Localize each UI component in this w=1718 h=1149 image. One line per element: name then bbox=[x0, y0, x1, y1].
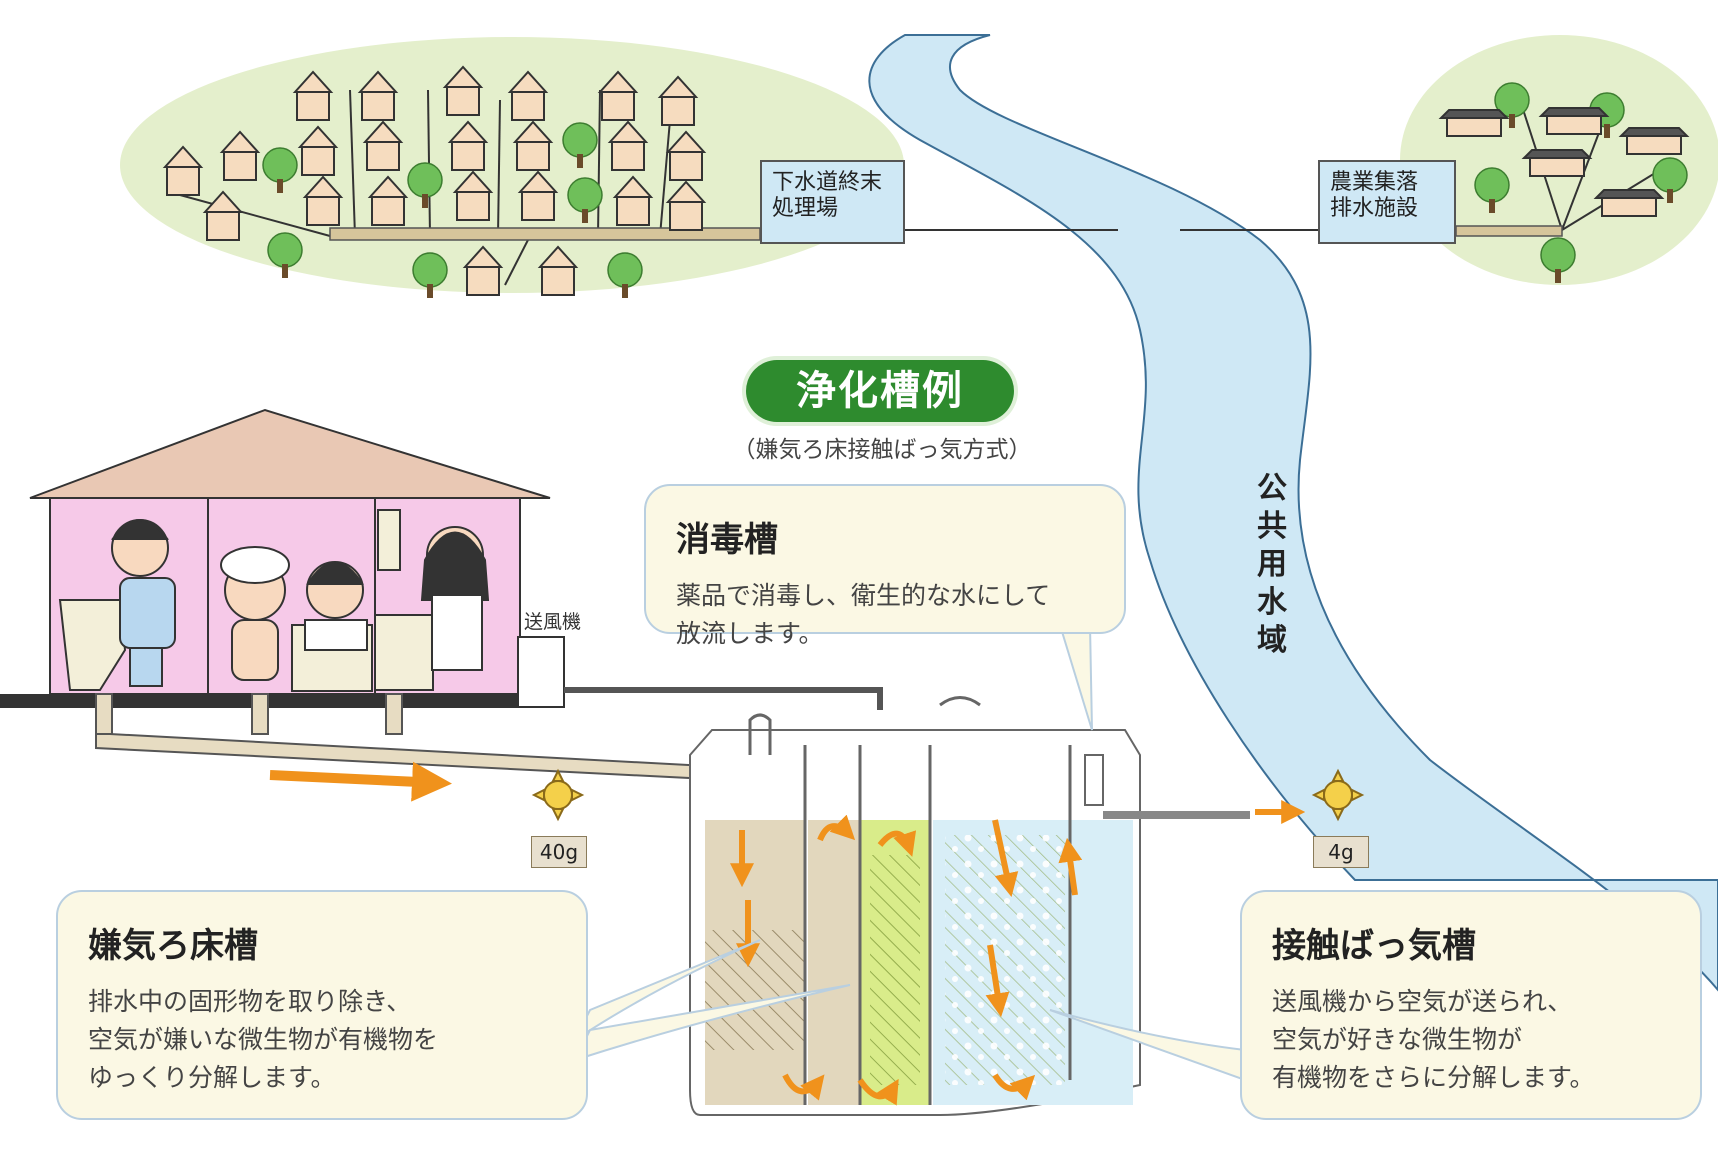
rural-plant-line2: 排水施設 bbox=[1330, 196, 1419, 221]
tank-flow-arrows bbox=[730, 814, 1083, 1106]
child-shower bbox=[220, 546, 290, 681]
man bbox=[111, 519, 176, 687]
diagram-subtitle: （嫌気ろ床接触ばっ気方式） bbox=[732, 437, 1032, 463]
callout-aeration-line3: 有機物をさらに分解します。 bbox=[1272, 1063, 1595, 1092]
callout-aeration-title: 接触ばっ気槽 bbox=[1272, 926, 1476, 966]
blower bbox=[517, 636, 565, 708]
rural-plant-line1: 農業集落 bbox=[1330, 170, 1419, 195]
sewage-plant-line2: 処理場 bbox=[772, 196, 839, 221]
callout-anaerobic-line3: ゆっくり分解します。 bbox=[88, 1063, 336, 1092]
callout-aeration: 接触ばっ気槽 送風機から空気が送られ、 空気が好きな微生物が 有機物をさらに分解… bbox=[1240, 890, 1702, 1120]
callout-anaerobic-line2: 空気が嫌いな微生物が有機物を bbox=[88, 1025, 439, 1054]
callout-tail-aeration bbox=[1049, 1009, 1246, 1082]
callout-disinfection-line1: 薬品で消毒し、衛生的な水にして bbox=[676, 581, 1051, 610]
callout-aeration-line2: 空気が好きな微生物が bbox=[1272, 1025, 1523, 1054]
woman bbox=[420, 526, 490, 671]
city-houses bbox=[162, 65, 707, 296]
drain-pipes bbox=[95, 693, 745, 821]
septic-tank bbox=[689, 696, 1250, 1116]
sewage-plant-box: 下水道終末 処理場 bbox=[760, 160, 905, 244]
callout-tail-anaerobic-2 bbox=[573, 984, 851, 1062]
callout-anaerobic-title: 嫌気ろ床槽 bbox=[88, 926, 258, 966]
residents bbox=[111, 519, 490, 687]
sewage-plant-line1: 下水道終末 bbox=[772, 170, 883, 195]
inflow-arrow bbox=[269, 761, 452, 802]
callout-tail-anaerobic bbox=[572, 939, 761, 1043]
callout-anaerobic-line1: 排水中の固形物を取り除き、 bbox=[88, 987, 412, 1016]
sun-icon-outflow bbox=[1311, 768, 1365, 822]
callout-disinfection: 消毒槽 薬品で消毒し、衛生的な水にして 放流します。 bbox=[644, 484, 1126, 648]
callout-disinfection-title: 消毒槽 bbox=[676, 520, 778, 560]
callout-disinfection-line2: 放流します。 bbox=[676, 619, 824, 648]
blower-label: 送風機 bbox=[524, 611, 582, 633]
river-label: 公共用水域 bbox=[1257, 471, 1287, 658]
air-pipe bbox=[564, 687, 883, 710]
girl bbox=[304, 561, 368, 651]
house-roof bbox=[29, 408, 551, 499]
rural-pipe bbox=[1455, 225, 1563, 237]
callout-aeration-line1: 送風機から空気が送られ、 bbox=[1272, 987, 1573, 1016]
rural-plant-box: 農業集落 排水施設 bbox=[1318, 160, 1456, 244]
rural-houses bbox=[1438, 107, 1690, 217]
callout-anaerobic: 嫌気ろ床槽 排水中の固形物を取り除き、 空気が嫌いな微生物が有機物を ゆっくり分… bbox=[56, 890, 588, 1120]
sun-icon-inflow bbox=[531, 768, 585, 822]
inflow-load: 40g bbox=[531, 836, 587, 868]
outflow-load: 4g bbox=[1313, 836, 1369, 868]
diagram-title: 浄化槽例 bbox=[746, 360, 1014, 422]
